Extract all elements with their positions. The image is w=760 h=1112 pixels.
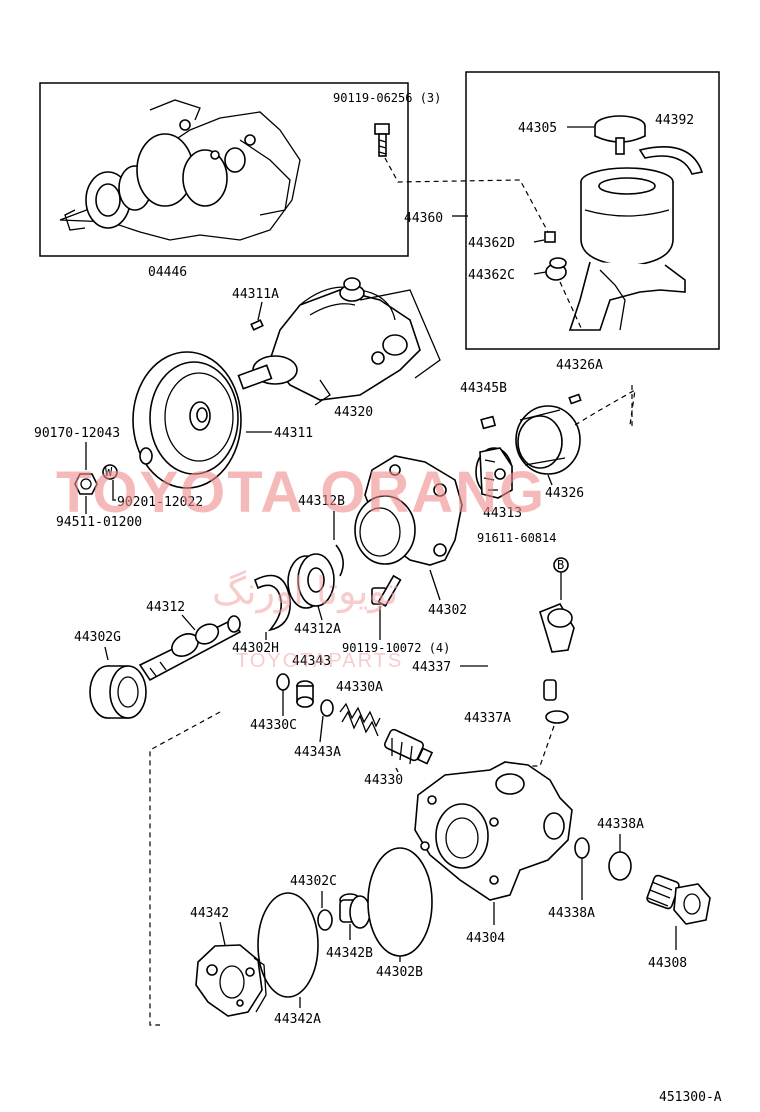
label-44302B: 44302B <box>376 965 423 980</box>
key-44326A <box>568 393 582 405</box>
nut-90170-12043 <box>74 473 98 495</box>
o-ring-44302B <box>367 847 433 957</box>
label-44342: 44342 <box>190 906 229 921</box>
label-44330A: 44330A <box>336 680 383 695</box>
oil-seal-44302G <box>89 665 147 719</box>
grommet-44362D <box>544 231 556 243</box>
label-44343A: 44343A <box>294 745 341 760</box>
o-ring-44338A-large <box>608 851 632 881</box>
label-90170-12043: 90170-12043 <box>34 426 120 441</box>
rotor-44313 <box>475 447 513 499</box>
label-44304: 44304 <box>466 931 505 946</box>
label-44305: 44305 <box>518 121 557 136</box>
shaft-44312 <box>138 615 242 682</box>
key-44311A <box>250 319 264 331</box>
label-44342A: 44342A <box>274 1012 321 1027</box>
cam-ring-44326 <box>515 405 581 475</box>
watermark-sub: TOYOTAPARTS <box>236 650 403 672</box>
figure-code: 451300-A <box>659 1090 722 1105</box>
pulley-44311 <box>132 351 242 489</box>
label-91611-60814: 91611-60814 <box>477 531 556 545</box>
fitting-44308 <box>646 874 711 925</box>
label-44330C: 44330C <box>250 718 297 733</box>
label-44302: 44302 <box>428 603 467 618</box>
label-44311: 44311 <box>274 426 313 441</box>
o-ring-44337A <box>545 710 569 724</box>
label-44360: 44360 <box>404 211 443 226</box>
label-44312A: 44312A <box>294 622 341 637</box>
pump-assembly-44320 <box>237 277 441 406</box>
label-44302G: 44302G <box>74 630 121 645</box>
label-44308: 44308 <box>648 956 687 971</box>
watermark-arabic: تویوتا اورنگ <box>212 569 399 614</box>
vane-44345B <box>480 415 497 430</box>
label-44338A-top: 44338A <box>597 817 644 832</box>
pipe-44337 <box>485 603 575 701</box>
label-44338A-bot: 44338A <box>548 906 595 921</box>
label-90119-06256: 90119-06256 (3) <box>333 91 441 105</box>
label-44330: 44330 <box>364 773 403 788</box>
label-44320: 44320 <box>334 405 373 420</box>
o-ring-44338A-small <box>574 837 590 859</box>
bearing-44312A <box>287 553 335 609</box>
label-44312B: 44312B <box>298 494 345 509</box>
marker-w: W <box>105 465 113 479</box>
strap-44392 <box>638 146 704 175</box>
rear-housing-44304 <box>414 761 573 901</box>
grommet-44362C <box>545 257 567 281</box>
label-44342B: 44342B <box>326 946 373 961</box>
side-plate-44342 <box>195 944 267 1017</box>
leader-bolt-reservoir <box>384 157 549 233</box>
o-ring-44302C <box>317 909 333 931</box>
bolt-90119-10072 <box>371 574 402 607</box>
gasket-kit-box <box>39 82 409 257</box>
assembly-leader-left <box>149 711 221 1026</box>
reservoir-box <box>465 71 720 350</box>
label-44326A: 44326A <box>556 358 603 373</box>
washer-90201-12022 <box>139 447 153 465</box>
gasket-kit-illustration <box>59 99 301 241</box>
label-44312: 44312 <box>146 600 185 615</box>
label-44362C: 44362C <box>468 268 515 283</box>
o-ring-44342A <box>257 892 319 998</box>
plug-44342B <box>339 893 371 929</box>
label-90201-12022: 90201-12022 <box>117 495 203 510</box>
reservoir-tank-44360 <box>568 167 686 331</box>
marker-b: B <box>557 558 564 572</box>
bolt-90119-06256 <box>374 123 390 157</box>
washer-marker <box>102 464 118 480</box>
label-44337: 44337 <box>412 660 451 675</box>
snap-ring-44302H <box>253 574 291 632</box>
label-90119-10072: 90119-10072 (4) <box>342 641 450 655</box>
label-44313: 44313 <box>483 506 522 521</box>
spring-44330A <box>339 702 381 737</box>
label-44302C: 44302C <box>290 874 337 889</box>
label-44326: 44326 <box>545 486 584 501</box>
reservoir-cap-44305 <box>594 115 646 155</box>
label-44311A: 44311A <box>232 287 279 302</box>
label-44362D: 44362D <box>468 236 515 251</box>
label-44392: 44392 <box>655 113 694 128</box>
valve-44330 <box>383 728 434 765</box>
label-04446: 04446 <box>148 265 187 280</box>
o-ring-44343A <box>320 699 334 717</box>
watermark-main: TOYOTA ORANG <box>56 460 546 525</box>
label-44345B: 44345B <box>460 381 507 396</box>
label-44302H: 44302H <box>232 641 279 656</box>
label-94511-01200: 94511-01200 <box>56 515 142 530</box>
front-housing-44302 <box>354 455 463 566</box>
snap-ring-44312B <box>335 544 344 577</box>
label-44343: 44343 <box>292 654 331 669</box>
plug-44343 <box>296 680 314 708</box>
o-ring-44330C <box>276 673 290 691</box>
label-44337A: 44337A <box>464 711 511 726</box>
